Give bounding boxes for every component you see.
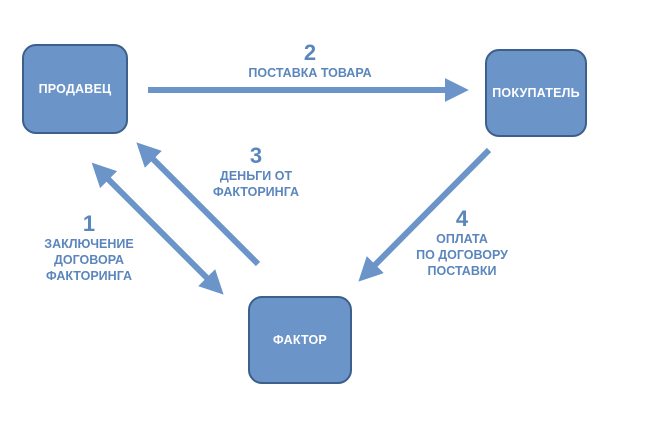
step-3-text: ДЕНЬГИ ОТ ФАКТОРИНГА	[212, 169, 300, 199]
step-2-label: 2 ПОСТАВКА ТОВАРА	[220, 41, 400, 81]
arrow-factoring-contract	[91, 162, 224, 295]
step-3-number: 3	[249, 143, 263, 168]
node-buyer: ПОКУПАТЕЛЬ	[485, 49, 587, 137]
step-1-number: 1	[82, 211, 96, 236]
step-4-text: ОПЛАТА ПО ДОГОВОРУ ПОСТАВКИ	[416, 232, 508, 278]
node-seller-label: ПРОДАВЕЦ	[38, 82, 112, 96]
step-3-label: 3 ДЕНЬГИ ОТ ФАКТОРИНГА	[196, 144, 316, 200]
node-factor-label: ФАКТОР	[273, 333, 327, 347]
arrow-payment	[358, 147, 492, 282]
node-seller: ПРОДАВЕЦ	[22, 44, 128, 134]
step-1-text: ЗАКЛЮЧЕНИЕ ДОГОВОРА ФАКТОРИНГА	[44, 237, 134, 283]
step-2-number: 2	[303, 40, 317, 65]
node-buyer-label: ПОКУПАТЕЛЬ	[492, 86, 580, 100]
step-4-label: 4 ОПЛАТА ПО ДОГОВОРУ ПОСТАВКИ	[398, 207, 526, 279]
step-1-label: 1 ЗАКЛЮЧЕНИЕ ДОГОВОРА ФАКТОРИНГА	[22, 212, 156, 284]
step-2-text: ПОСТАВКА ТОВАРА	[248, 66, 372, 80]
step-4-number: 4	[455, 206, 469, 231]
node-factor: ФАКТОР	[248, 296, 352, 384]
